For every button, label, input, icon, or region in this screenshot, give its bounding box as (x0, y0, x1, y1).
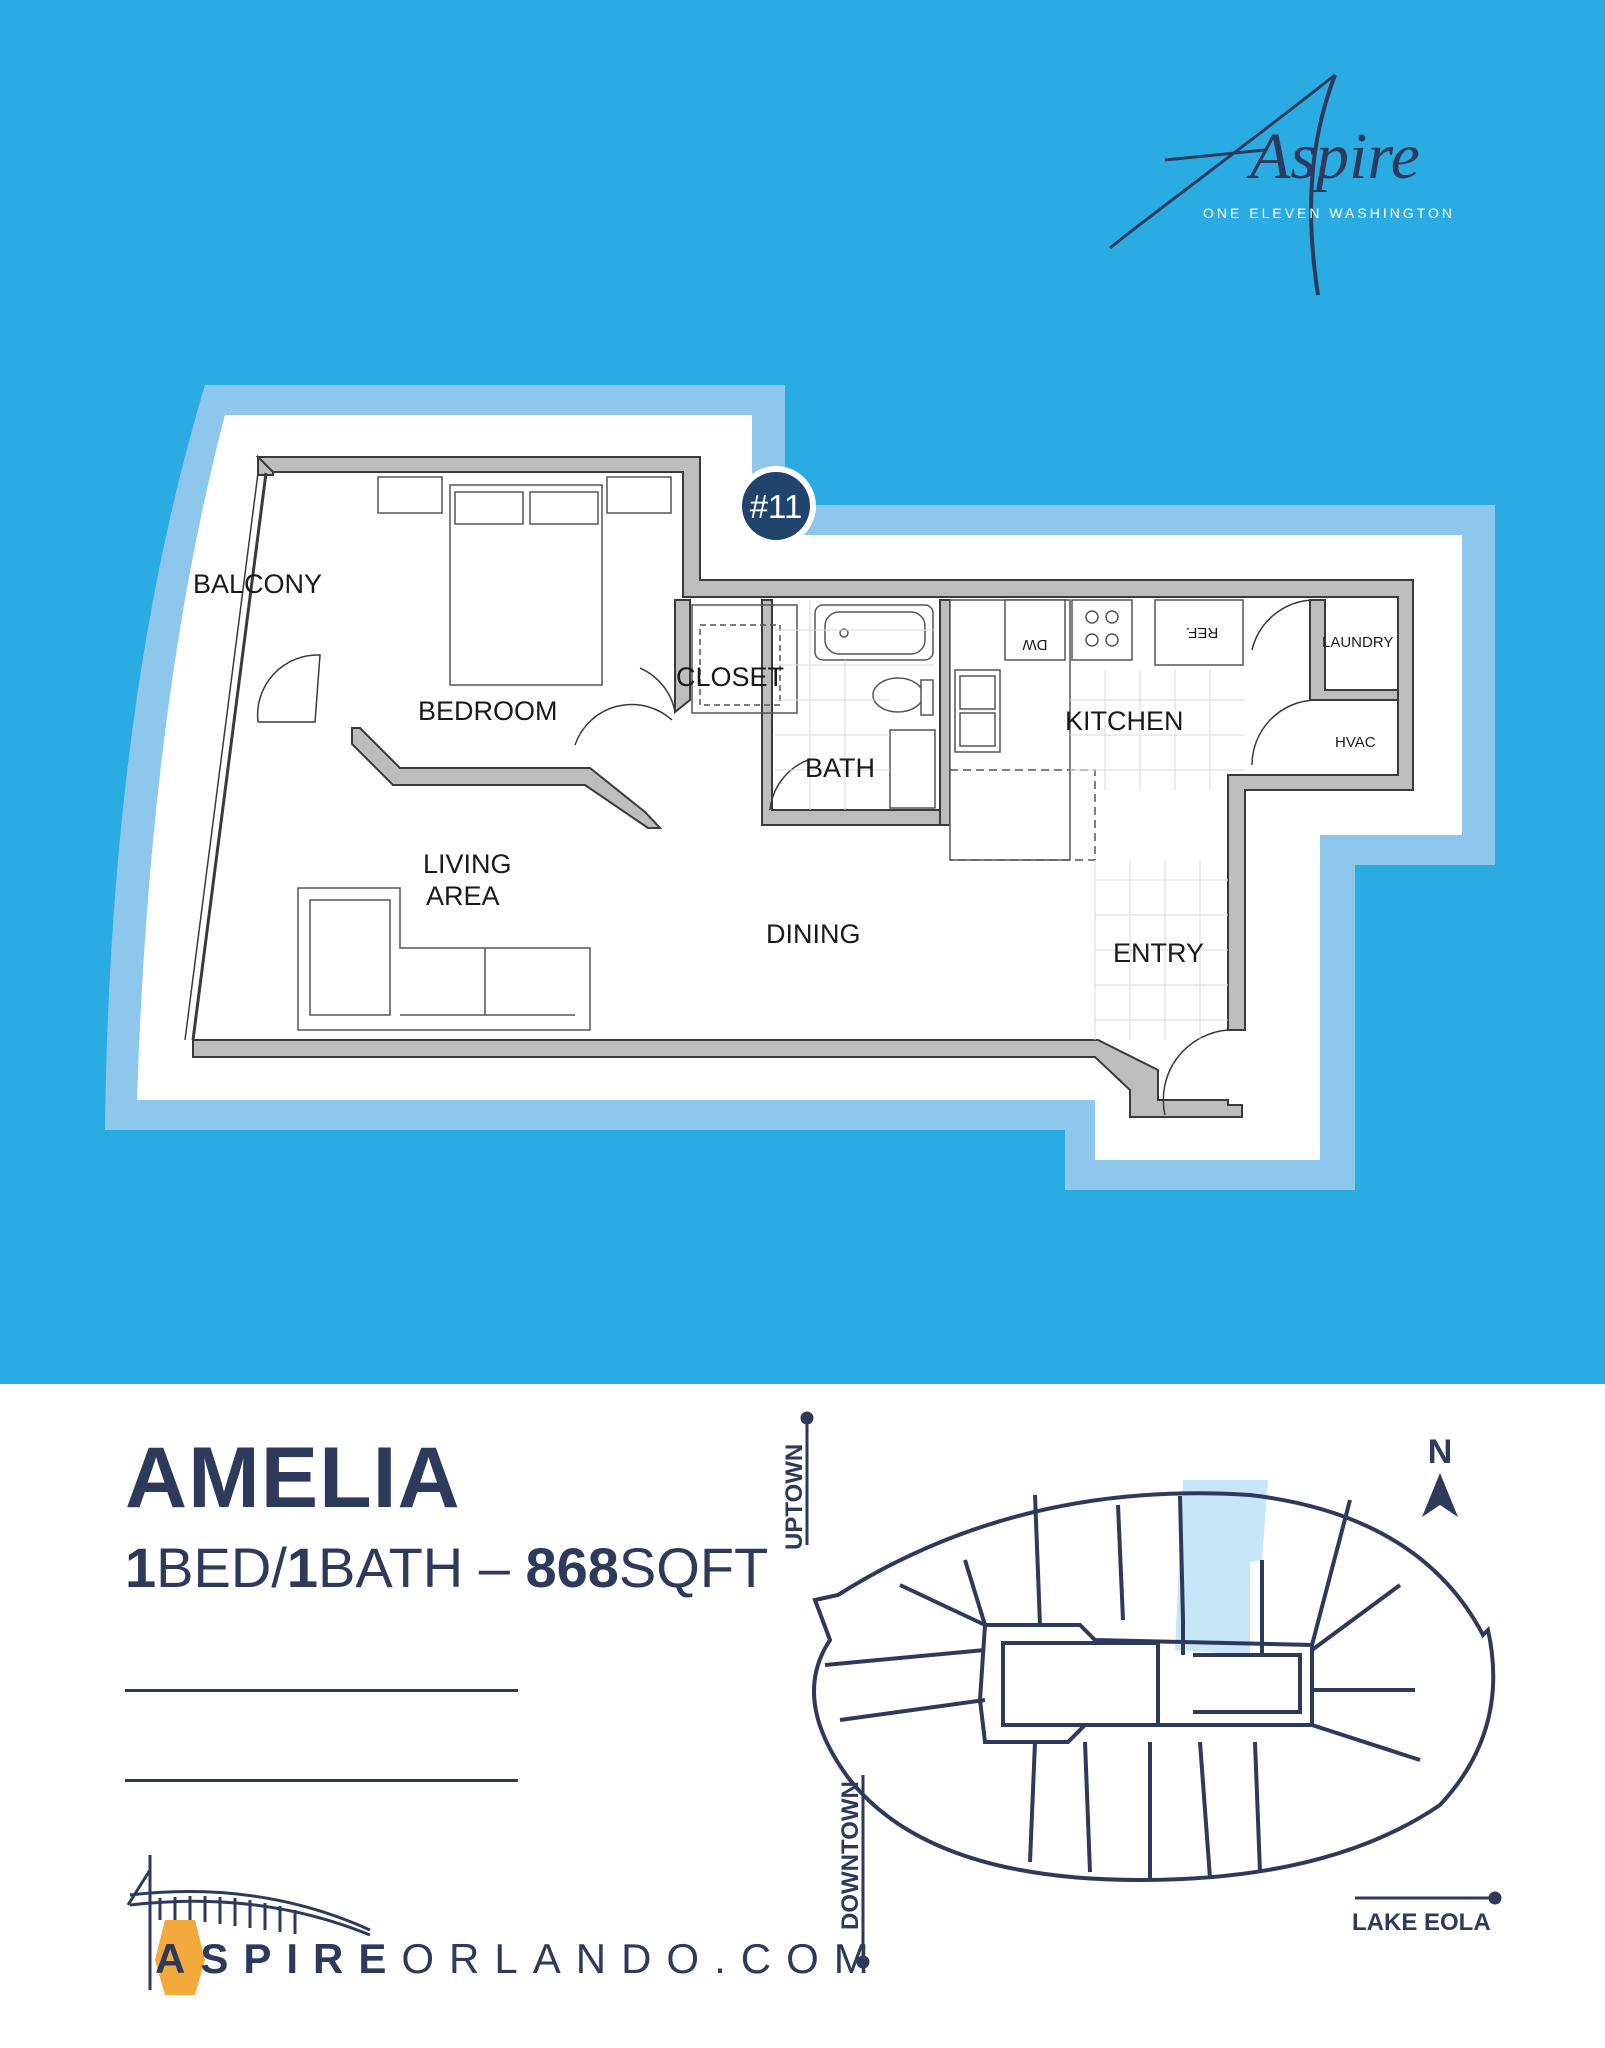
logo-word: Aspire (1246, 120, 1420, 193)
label-hvac: HVAC (1335, 734, 1376, 751)
label-kitchen: KITCHEN (1065, 706, 1184, 736)
sqft-value: 868 (525, 1536, 619, 1599)
bath-fixtures (814, 604, 936, 809)
unit-specs: 1BED/1BATH – 868SQFT (125, 1540, 768, 1596)
blank-line-1 (125, 1689, 518, 1692)
label-entry: ENTRY (1113, 938, 1204, 968)
kitchen-fixtures (949, 599, 1244, 861)
bed-label: BED/ (156, 1536, 287, 1599)
sqft-label: SQFT (618, 1536, 769, 1599)
label-bedroom: BEDROOM (418, 696, 558, 726)
label-dining: DINING (766, 919, 861, 949)
svg-text:#11: #11 (750, 488, 803, 525)
label-dishwasher: DW (1022, 636, 1048, 653)
website-suffix: ORLANDO.COM (401, 1935, 884, 1982)
label-bath: BATH (805, 753, 875, 783)
walls (192, 454, 1414, 1118)
bath-label: BATH – (318, 1536, 526, 1599)
bed-count: 1 (125, 1536, 157, 1599)
blank-line-2 (125, 1779, 518, 1782)
door-swings (256, 599, 1316, 1116)
tile-grid (775, 600, 1245, 1040)
bath-count: 1 (286, 1536, 319, 1599)
aspire-logo: Aspire ONE ELEVEN WASHINGTON (1109, 73, 1455, 296)
unit-name: AMELIA (125, 1430, 461, 1526)
website-prefix: ASPIRE (155, 1935, 402, 1982)
bed (377, 476, 672, 686)
label-refrigerator: REF. (1186, 624, 1219, 641)
website-url: ASPIREORLANDO.COM (155, 1935, 884, 1983)
label-living-1: LIVING (423, 849, 512, 879)
floorplan-drawing: Aspire ONE ELEVEN WASHINGTON #11 (105, 73, 1495, 1190)
label-balcony: BALCONY (193, 569, 322, 599)
label-living-2: AREA (426, 881, 500, 911)
label-laundry: LAUNDRY (1322, 634, 1393, 651)
room-labels: BALCONY BEDROOM CLOSET BATH KITCHEN LAUN… (193, 569, 1393, 968)
logo-tagline: ONE ELEVEN WASHINGTON (1203, 205, 1455, 221)
unit-badge: #11 (736, 466, 816, 546)
label-closet: CLOSET (676, 662, 784, 692)
sofa (297, 887, 591, 1031)
